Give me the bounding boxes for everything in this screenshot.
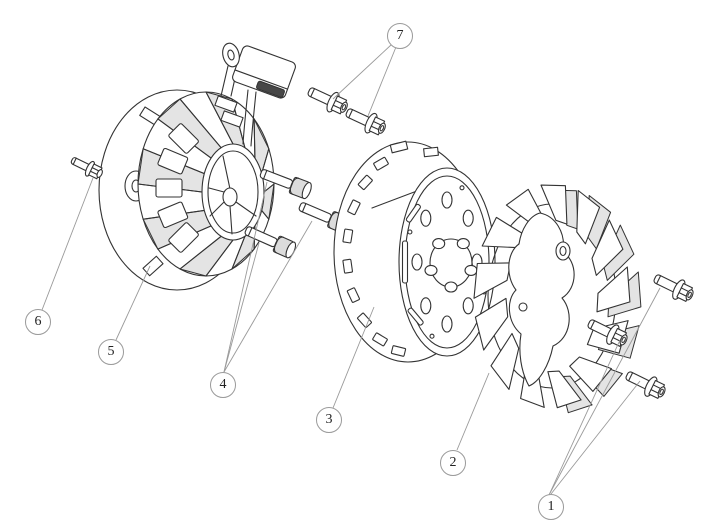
stator-connector <box>214 42 296 147</box>
callout-3-label: 3 <box>325 412 333 427</box>
callout-6-label: 6 <box>34 314 42 329</box>
callout-1: 1 <box>538 494 564 520</box>
stator-assembly <box>98 42 296 291</box>
callout-1-label: 1 <box>547 499 555 514</box>
callout-7-label: 7 <box>396 28 404 43</box>
callout-6: 6 <box>25 309 51 335</box>
stator-coils <box>155 123 199 253</box>
callout-7: 7 <box>387 23 413 49</box>
flywheel-face-holes <box>407 185 487 339</box>
callout-5-label: 5 <box>107 344 115 359</box>
callout-4-label: 4 <box>219 377 227 392</box>
cover-flange-bolts <box>304 80 390 140</box>
callout-2-label: 2 <box>449 455 457 470</box>
callout-5: 5 <box>98 339 124 365</box>
wire-eyelet <box>222 42 240 68</box>
callout-2: 2 <box>440 450 466 476</box>
cooling-fan <box>473 184 642 414</box>
flywheel-rim-slots <box>342 156 407 357</box>
flywheel-rotor <box>333 140 496 363</box>
callout-4: 4 <box>210 372 236 398</box>
leader-lines <box>41 44 661 496</box>
stator-hex-bolt <box>67 152 106 183</box>
callout-3: 3 <box>316 407 342 433</box>
